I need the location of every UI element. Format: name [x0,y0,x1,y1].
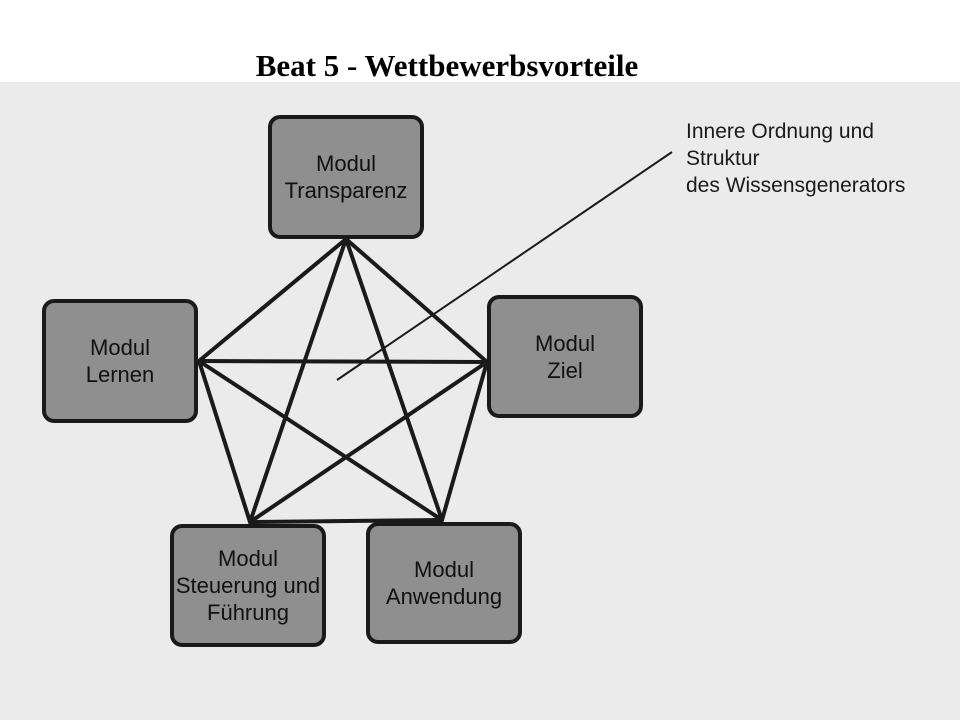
module-steuerung-box: Modul Steuerung und Führung [170,524,326,647]
module-transparenz-line-1: Modul [316,151,376,176]
module-lernen-box: Modul Lernen [42,299,198,423]
annotation-text: Innere Ordnung und Struktur des Wissensg… [686,118,905,199]
connection-anwendung-steuerung [248,518,444,524]
annotation-line-1: Innere Ordnung und [686,120,874,143]
module-anwendung-line-1: Modul [414,557,474,582]
connection-transparenz-lernen [197,237,348,363]
page-title: Beat 5 - Wettbewerbsvorteile [255,48,639,83]
module-ziel-box: Modul Ziel [487,295,643,418]
module-steuerung-line-3: Führung [207,600,289,625]
module-anwendung-line-2: Anwendung [385,584,503,609]
module-lernen-line-2: Lernen [85,362,155,387]
connection-ziel-steuerung [248,360,489,524]
connection-transparenz-ziel [344,237,489,364]
connection-steuerung-lernen [197,359,252,524]
annotation-line-2: Struktur [686,147,760,170]
connection-anwendung-lernen [197,359,444,522]
module-ziel-line-2: Ziel [547,357,583,383]
connection-ziel-anwendung [440,360,489,522]
module-connections [197,237,489,524]
module-lernen-line-1: Modul [90,335,150,360]
module-steuerung-line-2: Steuerung und [175,573,321,598]
annotation-line-3: des Wissensgenerators [686,174,906,197]
module-ziel-line-1: Modul [535,330,595,356]
connection-transparenz-anwendung [344,237,444,522]
module-anwendung-box: Modul Anwendung [366,522,522,644]
module-steuerung-line-1: Modul [218,546,278,571]
module-transparenz-line-2: Transparenz [284,178,408,203]
connection-ziel-lernen [197,359,489,364]
annotation-pointer-line [336,151,673,381]
connection-transparenz-steuerung [248,237,348,524]
module-transparenz-box: Modul Transparenz [268,115,424,239]
